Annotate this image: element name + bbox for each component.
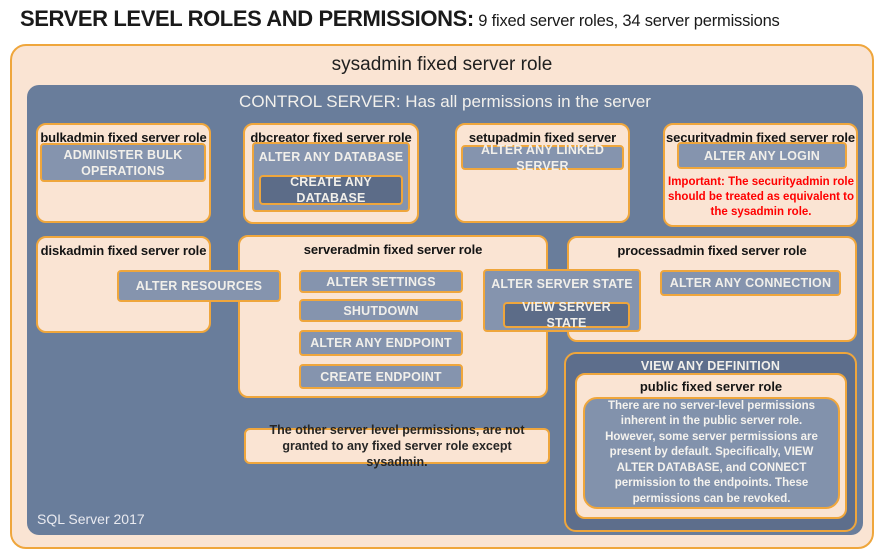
permission-view-any-definition-label: VIEW ANY DEFINITION	[640, 359, 781, 373]
page-title: SERVER LEVEL ROLES AND PERMISSIONS: 9 fi…	[20, 6, 780, 32]
page-title-subtitle: 9 fixed server roles, 34 server permissi…	[478, 12, 780, 30]
permission-administer-bulk-operations: ADMINISTER BULK OPERATIONS	[40, 143, 206, 182]
serveradmin-role-title: serveradmin fixed server role	[303, 242, 483, 257]
public-role-description: There are no server-level permissions in…	[583, 397, 840, 509]
other-permissions-note-text: The other server level permissions, are …	[269, 423, 525, 469]
page-title-main: SERVER LEVEL ROLES AND PERMISSIONS:	[20, 6, 474, 31]
permission-create-endpoint: CREATE ENDPOINT	[299, 364, 463, 389]
permission-alter-any-endpoint: ALTER ANY ENDPOINT	[299, 330, 463, 356]
diskadmin-role-title: diskadmin fixed server role	[40, 243, 207, 258]
permission-alter-server-state-label: ALTER SERVER STATE	[491, 277, 633, 291]
processadmin-role-title: processadmin fixed server role	[617, 243, 807, 258]
permission-alter-server-state: ALTER SERVER STATE VIEW SERVER STATE	[483, 269, 641, 332]
sql-server-version-label: SQL Server 2017	[37, 511, 145, 527]
control-server-label: CONTROL SERVER: Has all permissions in t…	[239, 92, 651, 111]
setupadmin-role-box: setupadmin fixed server role	[455, 123, 630, 223]
permission-alter-any-database-label: ALTER ANY DATABASE	[258, 150, 404, 164]
dbcreator-role-title: dbcreator fixed server role	[250, 130, 412, 145]
permission-view-server-state: VIEW SERVER STATE	[503, 300, 630, 330]
public-role-title: public fixed server role	[639, 379, 783, 394]
securityadmin-warning-text: Important: The securityadmin role should…	[668, 176, 854, 218]
other-permissions-note-box: The other server level permissions, are …	[244, 423, 550, 469]
permission-alter-settings: ALTER SETTINGS	[299, 270, 463, 293]
permission-alter-any-login: ALTER ANY LOGIN	[677, 142, 847, 169]
sysadmin-role-label: sysadmin fixed server role	[331, 54, 553, 75]
permission-shutdown: SHUTDOWN	[299, 299, 463, 322]
permission-alter-any-linked-server: ALTER ANY LINKED SERVER	[461, 143, 624, 173]
permission-alter-any-connection: ALTER ANY CONNECTION	[660, 270, 841, 296]
bulkadmin-role-title: bulkadmin fixed server role	[40, 130, 207, 145]
permission-alter-resources: ALTER RESOURCES	[117, 270, 281, 302]
permission-create-any-database: CREATE ANY DATABASE	[259, 175, 403, 205]
securityadmin-role-title: securityadmin fixed server role	[665, 130, 856, 145]
securityadmin-role-box: securityadmin fixed server role	[663, 123, 858, 227]
